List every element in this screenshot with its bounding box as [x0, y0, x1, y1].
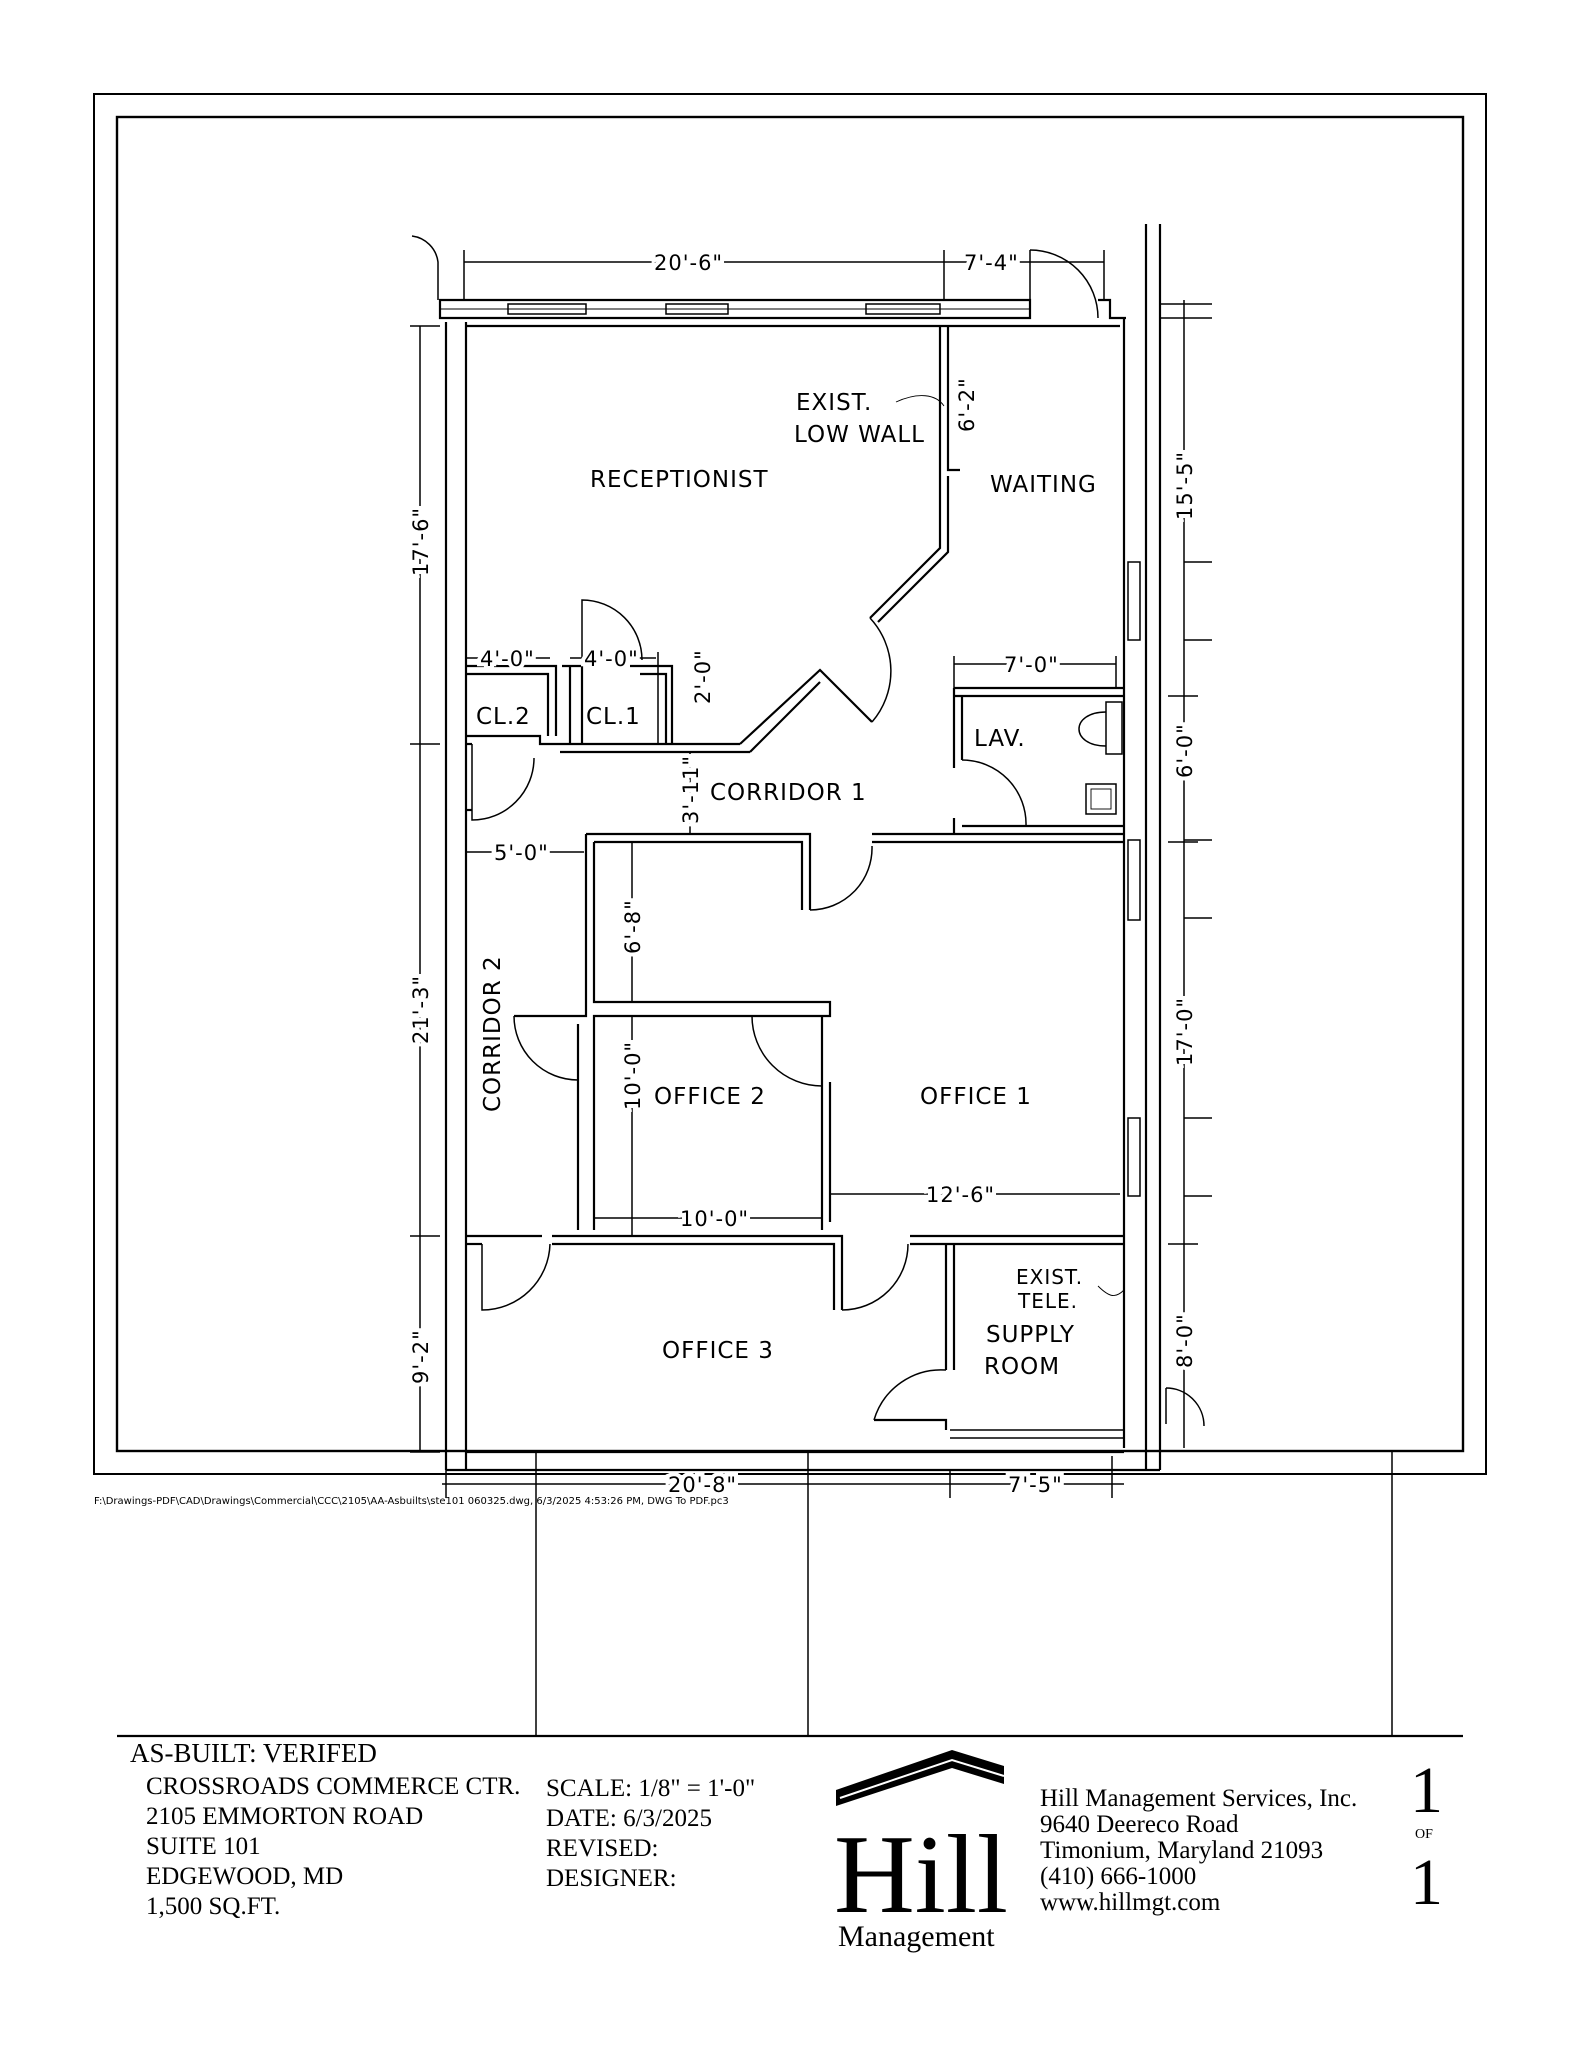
dim-low-wall: 6'-2": [955, 377, 979, 432]
scale-text: SCALE: 1/8" = 1'-0": [546, 1775, 755, 1802]
dim-top-left: 20'-6": [654, 251, 723, 275]
room-label-corridor-2: CORRIDOR 2: [480, 955, 506, 1112]
room-label-supply-line2: ROOM: [984, 1354, 1060, 1380]
designer-text: DESIGNER:: [546, 1865, 677, 1892]
room-label-office-3: OFFICE 3: [662, 1338, 774, 1364]
company-line-2: 9640 Deereco Road: [1040, 1811, 1239, 1838]
dim-right-upper: 15'-5": [1173, 451, 1197, 520]
dim-left-upper: 17'-6": [409, 507, 433, 576]
dim-left-lower: 9'-2": [409, 1329, 433, 1384]
dim-bottom-left: 20'-8": [668, 1473, 737, 1497]
address-line-2: 2105 EMMORTON ROAD: [146, 1803, 423, 1830]
file-path-footer: F:\Drawings-PDF\CAD\Drawings\Commercial\…: [94, 1496, 729, 1507]
dim-lav-width: 7'-0": [1004, 653, 1059, 677]
tele-note-line1: EXIST.: [1016, 1265, 1083, 1289]
date-text: DATE: 6/3/2025: [546, 1805, 712, 1832]
room-label-office-2: OFFICE 2: [654, 1084, 766, 1110]
dim-office-2-top: 6'-8": [621, 899, 645, 954]
title-block: [117, 1451, 1463, 1738]
room-label-supply-line1: SUPPLY: [986, 1322, 1075, 1348]
dim-closet-2-width: 4'-0": [480, 647, 535, 671]
dim-corridor-2-width: 5'-0": [494, 841, 549, 865]
address-line-3: SUITE 101: [146, 1833, 261, 1860]
hill-logo-icon: Hill Management: [834, 1750, 1008, 1953]
dim-closet-depth: 2'-0": [691, 649, 715, 704]
room-label-office-1: OFFICE 1: [920, 1084, 1032, 1110]
sheet-of-label: OF: [1415, 1827, 1433, 1842]
outer-border: [93, 93, 1487, 1475]
room-label-closet-1: CL.1: [586, 704, 641, 730]
dim-right-supply: 8'-0": [1173, 1313, 1197, 1368]
address-line-1: CROSSROADS COMMERCE CTR.: [146, 1773, 520, 1800]
dim-office-2-depth: 10'-0": [621, 1041, 645, 1110]
company-line-3: Timonium, Maryland 21093: [1040, 1837, 1323, 1864]
room-label-corridor-1: CORRIDOR 1: [710, 780, 867, 806]
tele-note-line2: TELE.: [1017, 1289, 1078, 1313]
dim-right-lav: 6'-0": [1173, 723, 1197, 778]
dim-top-right: 7'-4": [964, 251, 1019, 275]
low-wall-note-line2: LOW WALL: [794, 422, 925, 448]
dim-office-1-width: 12'-6": [926, 1183, 995, 1207]
room-label-lav: LAV.: [974, 726, 1026, 752]
dim-right-office1: 17'-0": [1173, 997, 1197, 1066]
dim-bottom-right: 7'-5": [1008, 1473, 1063, 1497]
dim-closet-1-width: 4'-0": [584, 647, 639, 671]
dim-left-middle: 21'-3": [409, 975, 433, 1044]
room-label-receptionist: RECEPTIONIST: [590, 467, 769, 493]
floor-plan: [410, 224, 1212, 1498]
address-line-5: 1,500 SQ.FT.: [146, 1893, 280, 1920]
room-label-closet-2: CL.2: [476, 704, 531, 730]
low-wall-note-line1: EXIST.: [796, 390, 872, 416]
logo-word: Hill: [834, 1813, 1008, 1937]
revised-text: REVISED:: [546, 1835, 659, 1862]
sheet-total: 1: [1410, 1846, 1443, 1919]
dim-office-2-width: 10'-0": [680, 1207, 749, 1231]
sheet-number: 1: [1410, 1754, 1443, 1827]
room-label-waiting: WAITING: [990, 472, 1097, 498]
company-line-1: Hill Management Services, Inc.: [1040, 1785, 1357, 1812]
title-heading: AS-BUILT: VERIFED: [130, 1738, 377, 1768]
company-line-4: (410) 666-1000: [1040, 1863, 1196, 1890]
company-line-5: www.hillmgt.com: [1040, 1889, 1221, 1916]
dim-corridor-1-width: 3'-11": [679, 755, 703, 824]
logo-subtitle: Management: [838, 1920, 995, 1953]
address-line-4: EDGEWOOD, MD: [146, 1863, 343, 1890]
